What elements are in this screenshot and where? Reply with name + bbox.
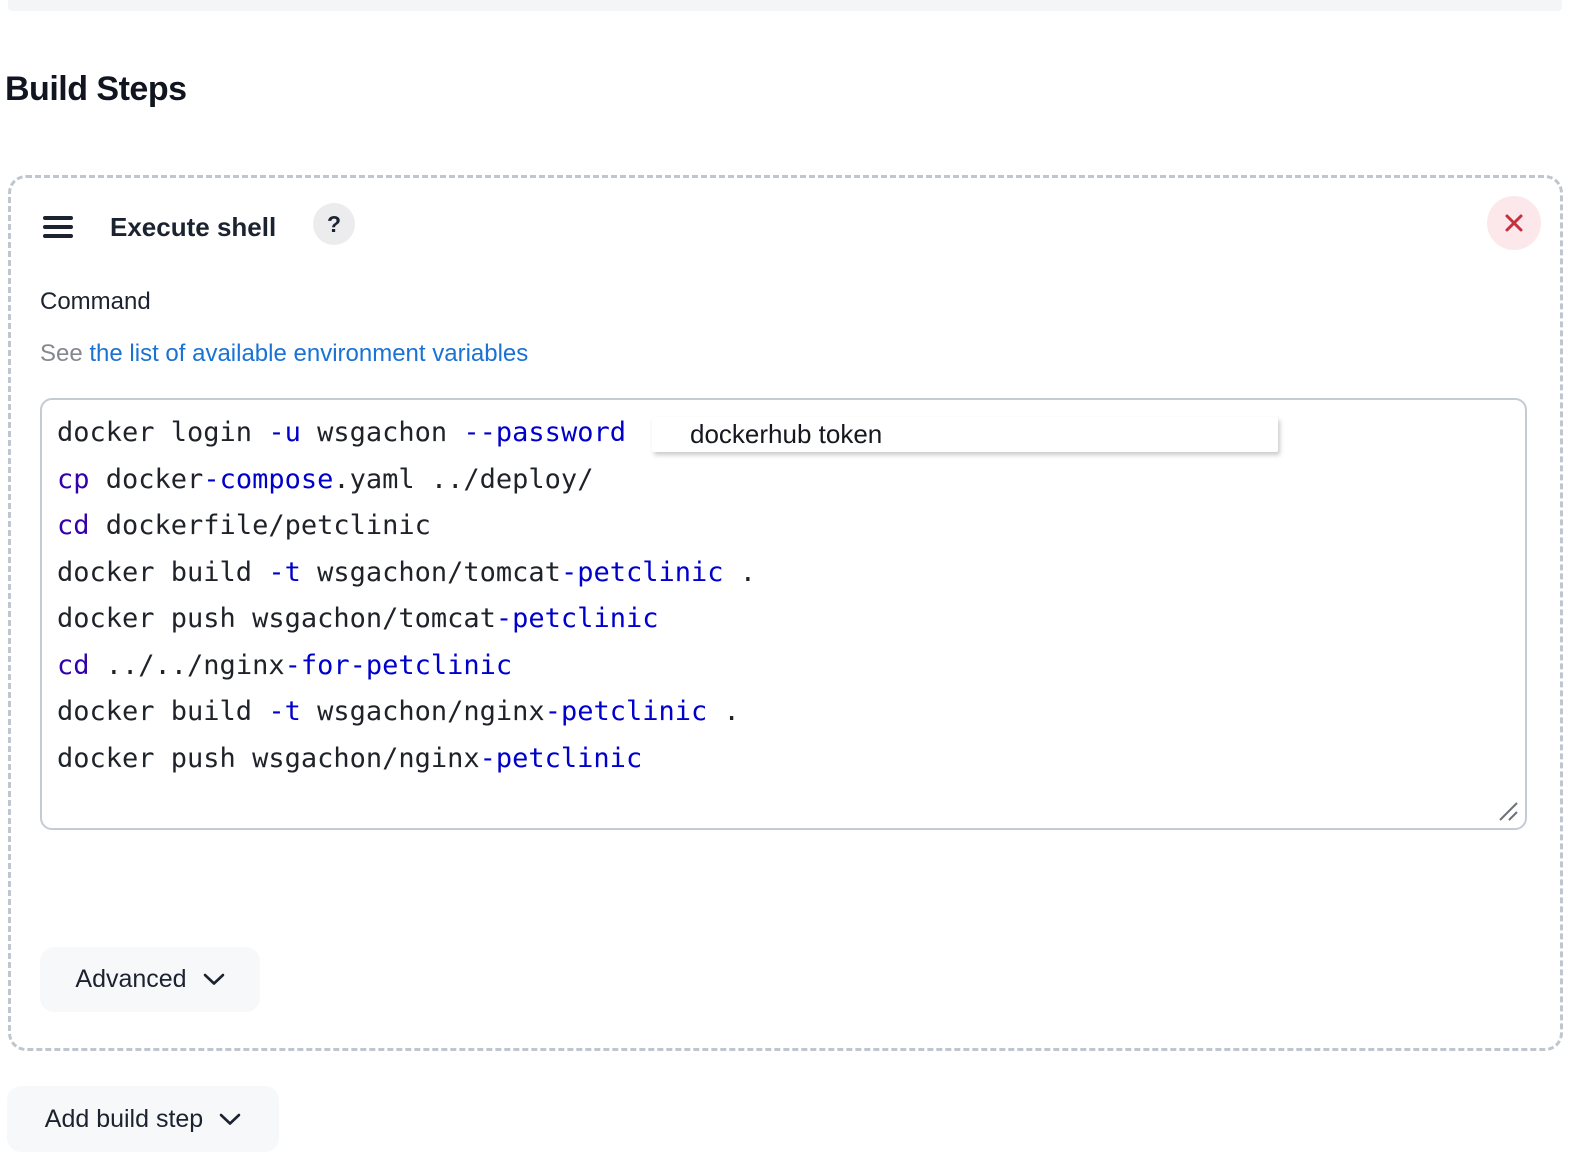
chevron-down-icon: [203, 973, 224, 985]
code-line: docker build -t wsgachon/tomcat-petclini…: [57, 556, 757, 588]
drag-handle-bar: [43, 216, 73, 220]
code-line: cp docker-compose.yaml ../deploy/: [57, 463, 594, 495]
code-line: cd ../../nginx-for-petclinic: [57, 649, 513, 681]
code-line: docker push wsgachon/tomcat-petclinic: [57, 603, 659, 634]
code-line: docker build -t wsgachon/nginx-petclinic…: [57, 696, 740, 727]
secret-token-overlay: dockerhub token: [652, 417, 1278, 452]
resize-handle[interactable]: [1496, 799, 1520, 823]
env-variables-link[interactable]: the list of available environment variab…: [89, 340, 529, 367]
drag-handle-bar: [43, 234, 73, 238]
hint-prefix: See: [40, 340, 90, 367]
chevron-down-icon: [219, 1113, 241, 1125]
build-step-card: Execute shell ? Command See the list of …: [8, 175, 1563, 1051]
top-divider-strip: [8, 0, 1562, 11]
question-mark-icon: ?: [326, 210, 342, 237]
resize-grip-icon: [1499, 802, 1518, 821]
close-icon: [1505, 214, 1523, 232]
drag-handle-icon[interactable]: [43, 216, 73, 238]
command-code: docker login -u wsgachon --password cp do…: [57, 410, 1510, 782]
code-line: docker push wsgachon/nginx-petclinic: [57, 742, 643, 774]
code-line: cd dockerfile/petclinic: [57, 510, 431, 541]
drag-handle-bar: [43, 225, 73, 229]
page-title: Build Steps: [5, 70, 187, 108]
overlay-label: dockerhub token: [690, 419, 883, 449]
command-label: Command: [40, 288, 151, 315]
add-build-step-button[interactable]: Add build step: [7, 1086, 279, 1152]
advanced-button-label: Advanced: [75, 965, 187, 993]
command-editor[interactable]: docker login -u wsgachon --password cp do…: [40, 398, 1527, 830]
env-variables-hint: See the list of available environment va…: [40, 340, 528, 368]
advanced-button[interactable]: Advanced: [40, 947, 260, 1012]
code-line: docker login -u wsgachon --password: [57, 417, 626, 448]
add-build-step-label: Add build step: [44, 1104, 204, 1133]
help-button[interactable]: ?: [313, 203, 355, 245]
step-title: Execute shell: [110, 212, 277, 242]
delete-step-button[interactable]: [1487, 196, 1541, 250]
